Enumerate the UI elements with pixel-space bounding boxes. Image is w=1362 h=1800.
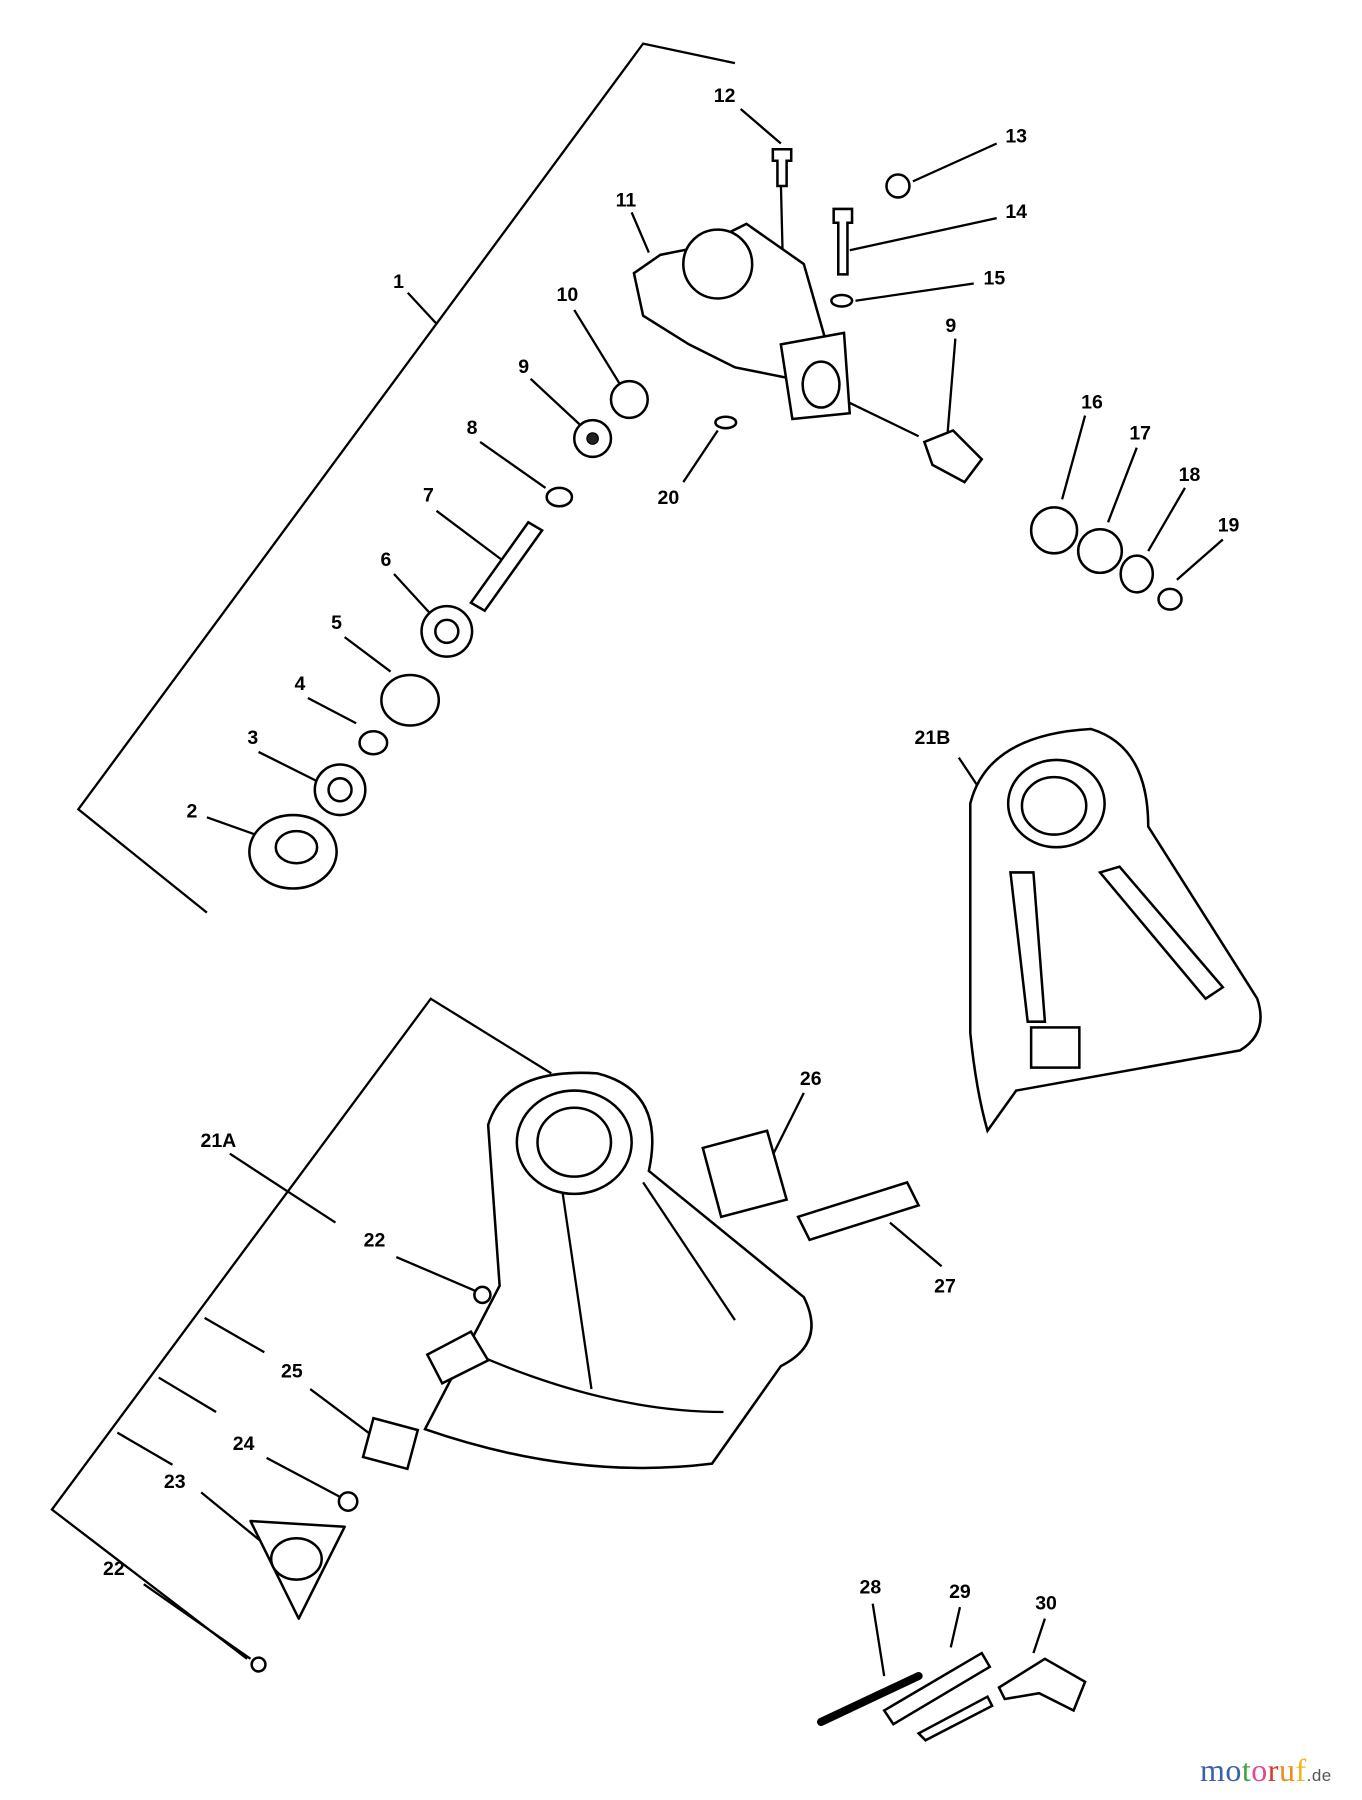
callout-13: 13 <box>1005 125 1027 147</box>
assembly-bracket-1 <box>76 42 736 914</box>
label-26 <box>701 1129 789 1219</box>
screwdriver-29 <box>916 1694 994 1742</box>
callout-18: 18 <box>1179 464 1201 486</box>
label-27 <box>796 1180 921 1242</box>
callout-17: 17 <box>1129 423 1151 445</box>
callout-24: 24 <box>233 1433 255 1455</box>
callout-14: 14 <box>1005 201 1027 223</box>
ring-19 <box>1157 587 1183 611</box>
callout-7: 7 <box>423 485 434 507</box>
wrench-29 <box>882 1651 992 1726</box>
callout-19: 19 <box>1218 515 1240 537</box>
motoruf-watermark: motoruf.de <box>1200 1752 1332 1789</box>
wm-letter: o <box>1251 1752 1268 1788</box>
callout-26: 26 <box>800 1068 822 1090</box>
shaft-7 <box>469 520 544 613</box>
leader-lines <box>143 108 1224 1677</box>
bearing-17 <box>1076 527 1124 575</box>
callout-20: 20 <box>658 487 680 509</box>
callout-2: 2 <box>187 800 198 822</box>
washer-20 <box>714 415 738 430</box>
callout-1: 1 <box>393 271 404 293</box>
snap-ring-18 <box>1119 554 1155 594</box>
callout-27: 27 <box>934 1276 956 1298</box>
plate-23-hole <box>269 1537 323 1581</box>
bearing-3-inner <box>327 777 353 803</box>
cover-2-inner <box>274 829 319 865</box>
callout-21B: 21B <box>915 727 951 749</box>
wm-tld: .de <box>1306 1766 1332 1785</box>
rod-28 <box>817 1672 923 1726</box>
wm-letter: f <box>1295 1752 1307 1788</box>
callout-labels: 1 2 3 4 5 6 7 8 9 9 10 11 12 13 14 15 16… <box>103 85 1240 1614</box>
callout-23: 23 <box>164 1471 186 1493</box>
callout-6: 6 <box>381 549 392 571</box>
callout-22: 22 <box>364 1230 386 1252</box>
clamp <box>425 1329 490 1385</box>
callout-3: 3 <box>247 727 258 749</box>
bracket-25 <box>361 1416 420 1471</box>
callout-21A: 21A <box>200 1130 236 1152</box>
wm-letter: t <box>1241 1752 1252 1788</box>
callout-15: 15 <box>984 268 1006 290</box>
callout-25: 25 <box>281 1361 303 1383</box>
wm-letter: m <box>1200 1752 1226 1788</box>
callout-10: 10 <box>557 284 579 306</box>
wm-letter: r <box>1267 1752 1279 1788</box>
callout-30: 30 <box>1035 1592 1057 1614</box>
nut-13 <box>885 173 911 199</box>
bearing-16 <box>1029 506 1079 555</box>
callout-11: 11 <box>616 190 637 212</box>
wm-letter: u <box>1278 1752 1296 1788</box>
washer-15 <box>830 293 854 308</box>
callout-9-pinion: 9 <box>945 315 956 337</box>
gear-housing <box>632 222 852 421</box>
callout-28: 28 <box>860 1576 882 1598</box>
wm-letter: o <box>1225 1752 1242 1788</box>
callout-29: 29 <box>949 1581 971 1603</box>
assembly-bracket-21A <box>50 997 552 1660</box>
callout-8: 8 <box>467 417 478 439</box>
socket-wrench-30 <box>997 1657 1087 1713</box>
callout-12: 12 <box>714 85 736 107</box>
guard-21B <box>969 727 1262 1134</box>
ring-8 <box>545 486 574 508</box>
screw-22b <box>250 1656 267 1673</box>
bolt-14 <box>832 207 854 276</box>
callout-4: 4 <box>294 673 305 695</box>
nut-24 <box>337 1491 359 1512</box>
bolt-12 <box>771 147 793 188</box>
callout-5: 5 <box>331 612 342 634</box>
pinion-9 <box>922 429 984 484</box>
bearing-6-inner <box>434 618 460 645</box>
callout-22-lower: 22 <box>103 1558 125 1580</box>
screw-22 <box>473 1285 492 1305</box>
guard-21A <box>423 1071 813 1470</box>
callout-9: 9 <box>518 356 529 378</box>
callout-16: 16 <box>1081 392 1103 414</box>
gear-9-hub <box>586 432 599 445</box>
collar-4 <box>358 729 389 756</box>
ring-5 <box>380 673 441 727</box>
bearing-10 <box>609 379 649 420</box>
